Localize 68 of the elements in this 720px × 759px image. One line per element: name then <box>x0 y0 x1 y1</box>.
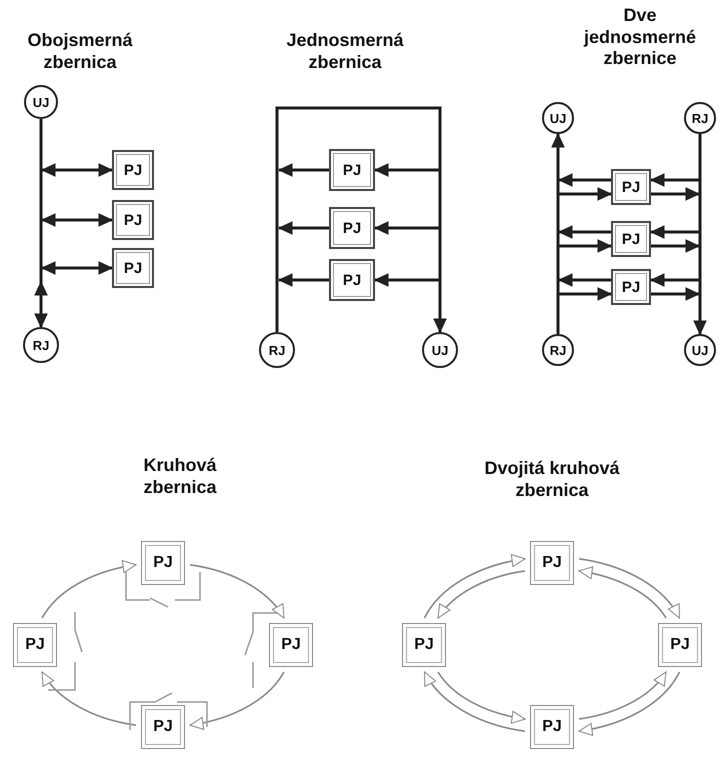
unit-circle: UJ <box>684 334 716 366</box>
ring-arrow <box>190 564 285 618</box>
ring-arrow <box>424 672 526 732</box>
unit-circle: RJ <box>23 327 59 363</box>
ring-arrow <box>578 566 667 618</box>
arrow <box>558 226 611 238</box>
arrow <box>374 274 439 286</box>
arrow <box>558 174 611 186</box>
arrow <box>559 188 612 200</box>
arrow <box>651 188 700 200</box>
unit-box: PJ <box>658 623 702 667</box>
unit-box: PJ <box>611 269 651 305</box>
panel-title: Jednosmerná zbernica <box>285 30 405 74</box>
panel-title: Dvojitá kruhová zbernica <box>483 458 621 502</box>
arrow <box>278 164 329 176</box>
arrow <box>278 222 329 234</box>
arrow <box>42 262 112 274</box>
unit-box: PJ <box>13 623 57 667</box>
unit-box: PJ <box>329 207 375 249</box>
ring-arrow <box>41 672 136 726</box>
unit-circle: UJ <box>422 332 458 368</box>
panel-title: Obojsmerná zbernica <box>26 30 134 74</box>
arrow <box>276 106 446 332</box>
arrow <box>278 274 329 286</box>
ring-arrow <box>578 672 667 720</box>
arrow <box>552 134 564 334</box>
ring-arrow <box>578 672 680 736</box>
unit-box: PJ <box>611 221 651 257</box>
ring-arrow <box>41 560 136 618</box>
unit-box: PJ <box>112 150 154 190</box>
unit-circle: UJ <box>542 102 574 134</box>
unit-box: PJ <box>112 248 154 288</box>
arrow <box>42 214 112 226</box>
arrow <box>650 174 699 186</box>
ring-arrow <box>578 558 680 618</box>
unit-box: PJ <box>269 623 313 667</box>
unit-box: PJ <box>530 705 574 749</box>
ring-arrow <box>190 672 285 730</box>
unit-circle: RJ <box>259 332 295 368</box>
panel-title: Kruhová zbernica <box>142 455 218 498</box>
unit-circle: RJ <box>542 334 574 366</box>
arrow <box>34 282 48 328</box>
unit-box: PJ <box>141 541 185 585</box>
arrow <box>559 288 612 300</box>
ring-arrow <box>424 554 526 618</box>
unit-box: PJ <box>530 541 574 585</box>
ring-arrow <box>437 672 526 724</box>
bus-line <box>40 119 42 282</box>
unit-box: PJ <box>141 705 185 749</box>
unit-box: PJ <box>329 149 375 191</box>
unit-circle: UJ <box>24 85 58 119</box>
arrow <box>651 288 700 300</box>
arrow <box>558 274 611 286</box>
unit-box: PJ <box>611 169 651 205</box>
arrow <box>650 226 699 238</box>
arrow <box>650 274 699 286</box>
arrow <box>694 134 706 334</box>
ring-arrow <box>437 570 526 618</box>
arrow <box>651 240 700 252</box>
arrow <box>42 164 112 176</box>
arrow <box>374 164 439 176</box>
arrow <box>559 240 612 252</box>
unit-box: PJ <box>402 623 446 667</box>
unit-box: PJ <box>112 200 154 240</box>
unit-circle: RJ <box>684 102 716 134</box>
panel-title: Dve jednosmerné zbernice <box>582 5 698 70</box>
unit-box: PJ <box>329 259 375 301</box>
arrow <box>374 222 439 234</box>
